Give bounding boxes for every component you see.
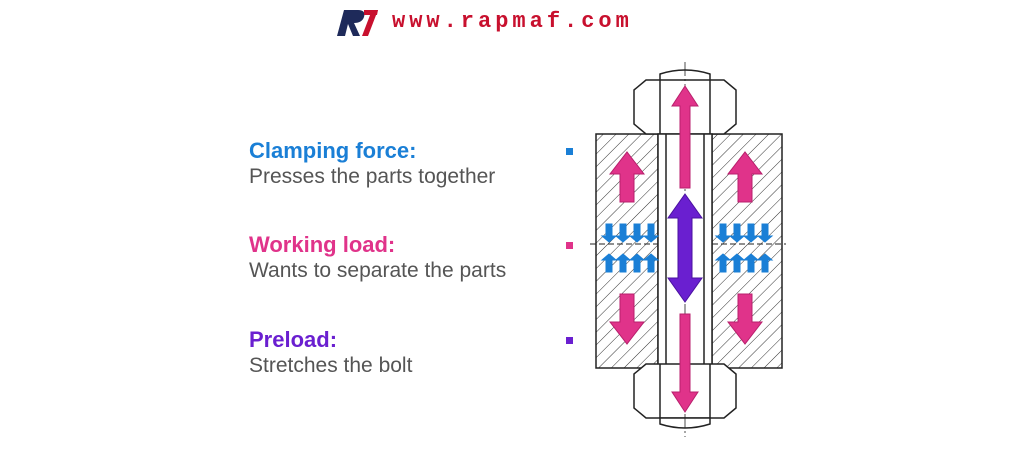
working-arrow-bolt-down [671, 313, 699, 413]
legend-title-preload: Preload: [249, 327, 338, 352]
legend-desc-preload: Stretches the bolt [249, 354, 413, 377]
working-arrow-left-up [608, 151, 646, 203]
working-arrow-right-down [726, 293, 764, 345]
working-arrow-left-down [608, 293, 646, 345]
legend-title-working: Working load: [249, 232, 396, 257]
rapmaf-logo [337, 10, 378, 36]
working-arrow-bolt-up [671, 85, 699, 189]
header: www.rapmaf.com [0, 4, 1024, 40]
legend-item-working: Working load: Wants to separate the part… [249, 232, 506, 284]
legend-item-clamping: Clamping force: Presses the parts togeth… [249, 138, 495, 190]
preload-arrow [667, 193, 703, 303]
working-load-arrows [608, 85, 764, 413]
legend-desc-working: Wants to separate the parts [249, 259, 507, 282]
preload-marker [566, 337, 573, 344]
working-arrow-right-up [726, 151, 764, 203]
website-url[interactable]: www.rapmaf.com [392, 9, 633, 34]
legend: Clamping force: Presses the parts togeth… [249, 138, 573, 379]
bolted-joint-diagram [590, 62, 786, 437]
clamping-marker [566, 148, 573, 155]
clamping-force-arrows [600, 223, 774, 273]
clamping-left-group [600, 223, 660, 273]
working-marker [566, 242, 573, 249]
legend-title-clamping: Clamping force: [249, 138, 417, 163]
legend-item-preload: Preload: Stretches the bolt [249, 327, 412, 379]
clamping-right-group [714, 223, 774, 273]
legend-desc-clamping: Presses the parts together [249, 165, 496, 188]
